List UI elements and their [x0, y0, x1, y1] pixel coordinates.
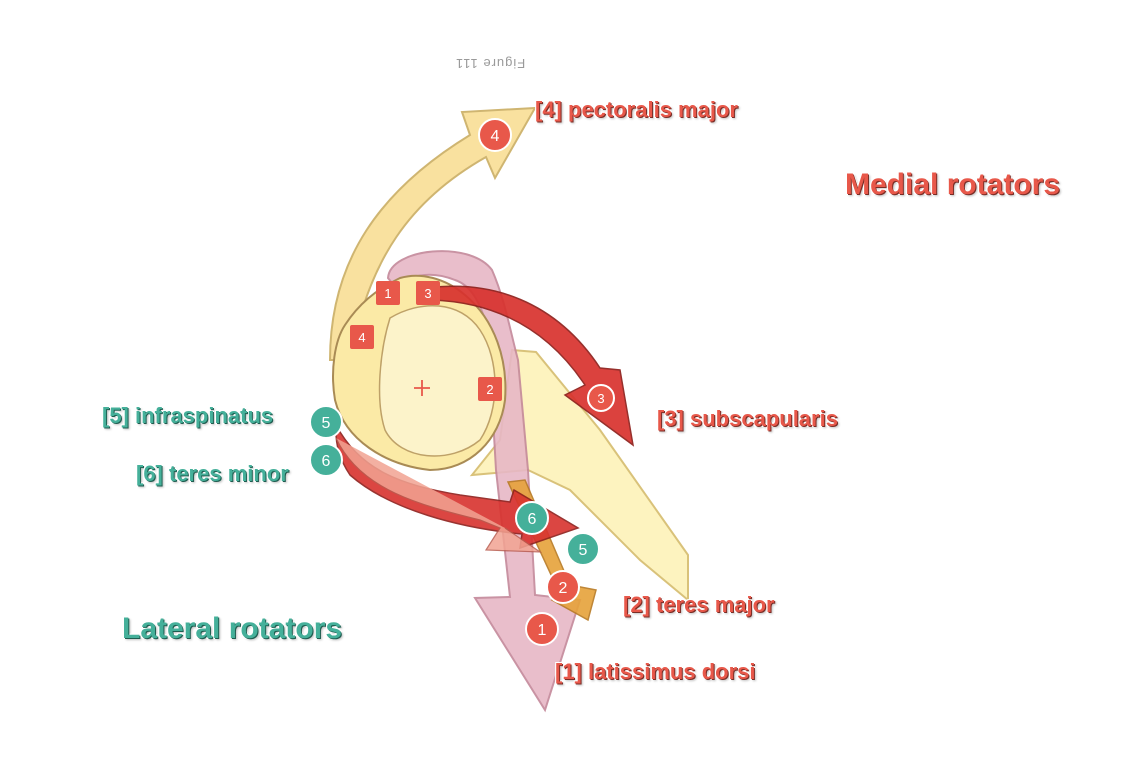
label-latissimus-dorsi: [1] latissimus dorsi: [555, 659, 756, 684]
circle-marker-6-left: 6: [309, 443, 343, 477]
label-subscapularis: [3] subscapularis: [657, 406, 838, 431]
circle-marker-1: 1: [525, 612, 559, 646]
teres-minor-arrow: [335, 437, 543, 553]
svg-text:6: 6: [322, 453, 331, 470]
label-infraspinatus: [5] infraspinatus: [102, 403, 274, 428]
svg-text:2: 2: [486, 382, 493, 397]
circle-marker-3: 3: [587, 384, 615, 412]
label-pectoralis-major: [4] pectoralis major: [535, 97, 738, 122]
label-teres-minor: [6] teres minor: [136, 461, 289, 486]
label-teres-major: [2] teres major: [623, 592, 775, 617]
humeral-head-inner: [378, 304, 496, 457]
svg-text:5: 5: [579, 542, 588, 559]
subscapularis-arrow: [427, 285, 635, 447]
svg-text:5: 5: [322, 415, 331, 432]
medial-rotators-title: Medial rotators: [845, 168, 1061, 201]
circle-marker-6: 6: [515, 501, 549, 535]
circle-marker-2: 2: [546, 570, 580, 604]
svg-text:2: 2: [559, 580, 568, 597]
square-marker-2: 2: [478, 377, 502, 401]
svg-text:4: 4: [491, 128, 500, 145]
svg-text:3: 3: [597, 391, 604, 406]
svg-text:1: 1: [538, 622, 547, 639]
circle-marker-4: 4: [478, 118, 512, 152]
square-marker-4: 4: [350, 325, 374, 349]
square-marker-3: 3: [416, 281, 440, 305]
latissimus-dorsi-arrow: [386, 250, 582, 713]
svg-text:4: 4: [358, 330, 365, 345]
center-cross: [414, 380, 430, 396]
svg-text:1: 1: [384, 286, 391, 301]
square-marker-1: 1: [376, 281, 400, 305]
circle-marker-5-left: 5: [309, 405, 343, 439]
figure-caption: Figure 111: [455, 56, 526, 71]
svg-text:3: 3: [424, 286, 431, 301]
lateral-rotators-title: Lateral rotators: [122, 612, 343, 645]
circle-marker-5: 5: [566, 532, 600, 566]
svg-text:6: 6: [528, 511, 537, 528]
